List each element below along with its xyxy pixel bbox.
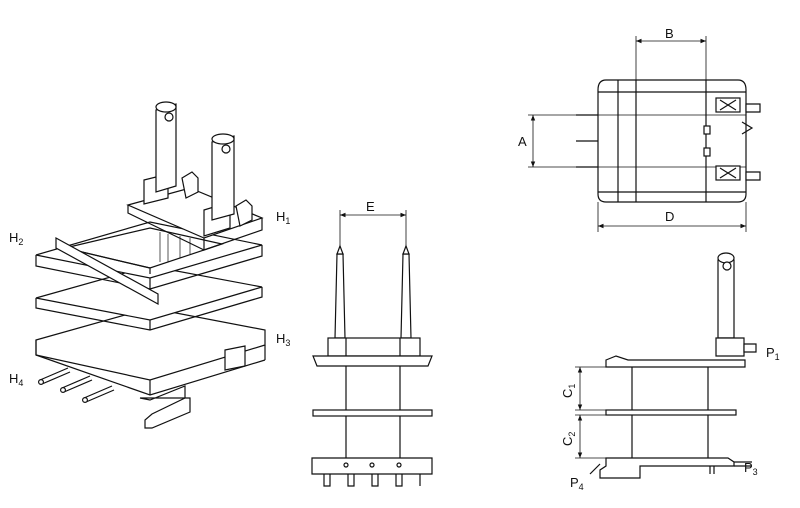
label-h4: H4: [9, 371, 23, 388]
label-h1: H1: [276, 209, 290, 226]
label-a: A: [518, 134, 527, 149]
label-h3: H3: [276, 331, 290, 348]
label-c2: C2: [560, 432, 577, 446]
label-h2: H2: [9, 230, 23, 247]
side-elevation-view: C1 C2 P1 P3 P4: [560, 252, 780, 492]
label-p1: P1: [766, 345, 780, 362]
front-elevation-view: E: [311, 199, 433, 487]
label-c1: C1: [560, 384, 577, 398]
exploded-isometric-view: H1 H2 H3 H4: [9, 101, 290, 429]
top-header-h1: [126, 101, 264, 251]
label-p4: P4: [570, 475, 584, 492]
label-e: E: [366, 199, 375, 214]
label-b: B: [665, 26, 674, 41]
top-plan-view: B A D: [518, 26, 761, 232]
label-d: D: [665, 209, 674, 224]
label-p3: P3: [744, 460, 758, 477]
bottom-flange-h4: [35, 307, 266, 429]
